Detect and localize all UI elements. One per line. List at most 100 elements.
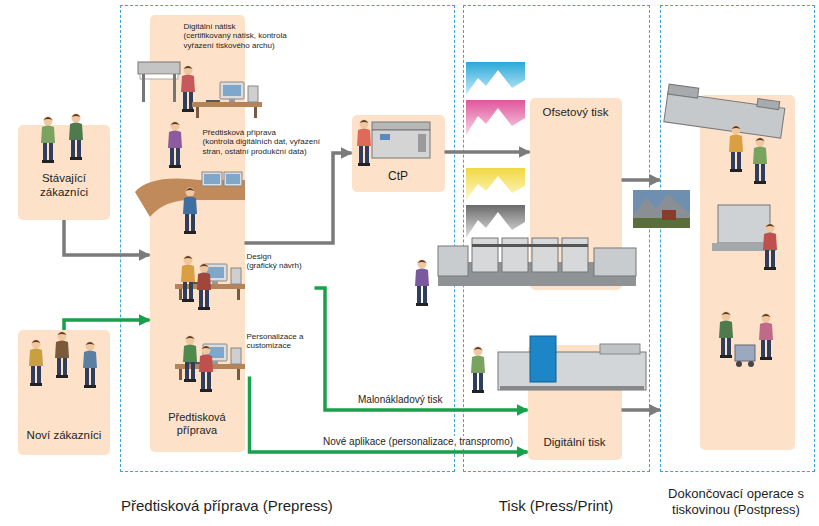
new-customers-figures-part xyxy=(55,332,69,379)
ctp-machine-part xyxy=(357,120,371,167)
ctp-machine-part xyxy=(380,134,390,140)
postpress-machines-part-part xyxy=(757,99,780,110)
stage-label: Tisk (Press/Print) xyxy=(464,497,648,515)
edge-label-wrap: Malonákladový tisk xyxy=(355,394,445,406)
box-label: CtP xyxy=(356,169,441,183)
edge-label-wrap: Nové aplikace (personalizace, transpromo… xyxy=(320,436,516,448)
separation-strips-part xyxy=(466,205,525,238)
postpress-machines-part xyxy=(759,314,773,361)
stage-label: Dokončovací operace s tiskovinou (Postpr… xyxy=(657,486,815,517)
new-customers-figures-part xyxy=(29,340,43,387)
digital-press-part xyxy=(600,344,640,354)
digital-press-part xyxy=(498,352,646,390)
postpress-machines-part xyxy=(763,224,777,271)
separation-strips-part xyxy=(466,176,525,200)
offset-press xyxy=(415,238,636,306)
separation-strips xyxy=(466,62,525,238)
postpress-machines-part xyxy=(729,126,743,173)
personalisation-station-part xyxy=(199,346,213,393)
separation-strips-part xyxy=(466,62,525,95)
existing-customers-figures xyxy=(41,114,83,164)
ctp-machine-part xyxy=(372,130,430,158)
prepress-station xyxy=(135,122,245,235)
offset-press-part xyxy=(438,246,468,276)
printed-photo-part xyxy=(633,190,690,228)
flow-arrow xyxy=(315,288,528,410)
flow-arrow xyxy=(622,408,661,412)
flow-arrow xyxy=(64,320,150,330)
station-note: (grafický návrh) xyxy=(247,261,315,271)
prepress-station-part xyxy=(202,172,222,186)
postpress-machines-part xyxy=(718,205,770,243)
edge-label: Malonákladový tisk xyxy=(355,394,445,406)
postpress-machines-part xyxy=(735,345,755,361)
digital-press-part xyxy=(500,386,644,390)
new-customers-figures-part xyxy=(83,342,97,389)
prepress-station-part xyxy=(183,188,197,235)
separation-strips-part xyxy=(466,168,525,200)
proof-station-part xyxy=(192,82,262,118)
existing-customers-figures-part xyxy=(69,114,83,161)
prepress-station-part xyxy=(224,172,242,186)
postpress-machines-part xyxy=(719,312,733,359)
separation-strips-part xyxy=(466,100,525,135)
flow-arrow xyxy=(622,178,661,182)
flow-arrow xyxy=(64,220,150,255)
box-label: Stávající zákazníci xyxy=(22,172,106,200)
prepress-station-part xyxy=(168,122,182,169)
printed-photo-part xyxy=(633,218,690,228)
postpress-machines-part xyxy=(664,84,786,138)
station-note: (kontrola digitálních dat, vyřazení stra… xyxy=(203,137,325,156)
box-label: Digitální tisk xyxy=(532,436,618,450)
postpress-machines-part xyxy=(736,361,742,367)
offset-press-part xyxy=(472,244,588,247)
proof-station xyxy=(138,62,262,118)
existing-customers-figures-part xyxy=(41,117,55,164)
workstation: Digitální nátisk(certifikovaný nátisk, k… xyxy=(178,22,313,60)
station-note: (certifikovaný nátisk, kontrola vyřazení… xyxy=(184,31,313,50)
separation-strips-part xyxy=(466,212,525,238)
postpress-machines-part xyxy=(753,138,767,185)
digital-press xyxy=(471,336,646,393)
postpress-machines xyxy=(664,84,786,367)
proof-station-part xyxy=(140,74,178,79)
design-station-part xyxy=(197,264,211,311)
new-customers-figures xyxy=(29,332,97,389)
proof-station-part xyxy=(173,74,176,102)
offset-press-part xyxy=(562,238,588,272)
offset-press-part xyxy=(415,260,429,307)
postpress-machines-part-part xyxy=(664,92,785,138)
box-label: Ofsetový tisk xyxy=(534,106,618,120)
flow-arrow xyxy=(445,150,530,154)
printed-photo-part xyxy=(662,210,676,220)
prepress-station-part xyxy=(204,174,220,184)
station-title: Digitální nátisk xyxy=(184,22,313,32)
process-box: Předtisková přípravaDigitální nátisk(cer… xyxy=(150,15,245,452)
station-title: Design xyxy=(247,252,315,262)
ctp-machine-part xyxy=(418,134,426,152)
postpress-machines-part-part xyxy=(668,84,699,98)
digital-press-part xyxy=(471,347,485,394)
separation-strips-part xyxy=(466,108,525,135)
ctp-machine-part xyxy=(372,122,430,130)
offset-press-part xyxy=(502,238,528,272)
personalisation-station xyxy=(175,336,245,393)
offset-press-part xyxy=(594,248,636,276)
proof-station-part xyxy=(142,74,145,102)
digital-press-part xyxy=(530,336,556,382)
prepress-station-part xyxy=(226,174,240,184)
box-label: Předtisková příprava xyxy=(154,411,241,437)
offset-press-part xyxy=(472,238,498,272)
offset-press-part xyxy=(532,238,558,272)
stage-label: Předtisková příprava (Prepress) xyxy=(121,497,441,515)
box-label: Noví zákazníci xyxy=(22,429,106,443)
edge-label: Nové aplikace (personalizace, transpromo… xyxy=(320,436,516,448)
printed-photo xyxy=(633,190,690,228)
postpress-band xyxy=(700,95,795,450)
station-title: Předtisková příprava xyxy=(203,128,325,138)
design-station xyxy=(175,256,245,311)
separation-strips-part xyxy=(466,70,525,95)
flow-arrow xyxy=(245,153,352,243)
postpress-machines-part xyxy=(748,361,754,367)
